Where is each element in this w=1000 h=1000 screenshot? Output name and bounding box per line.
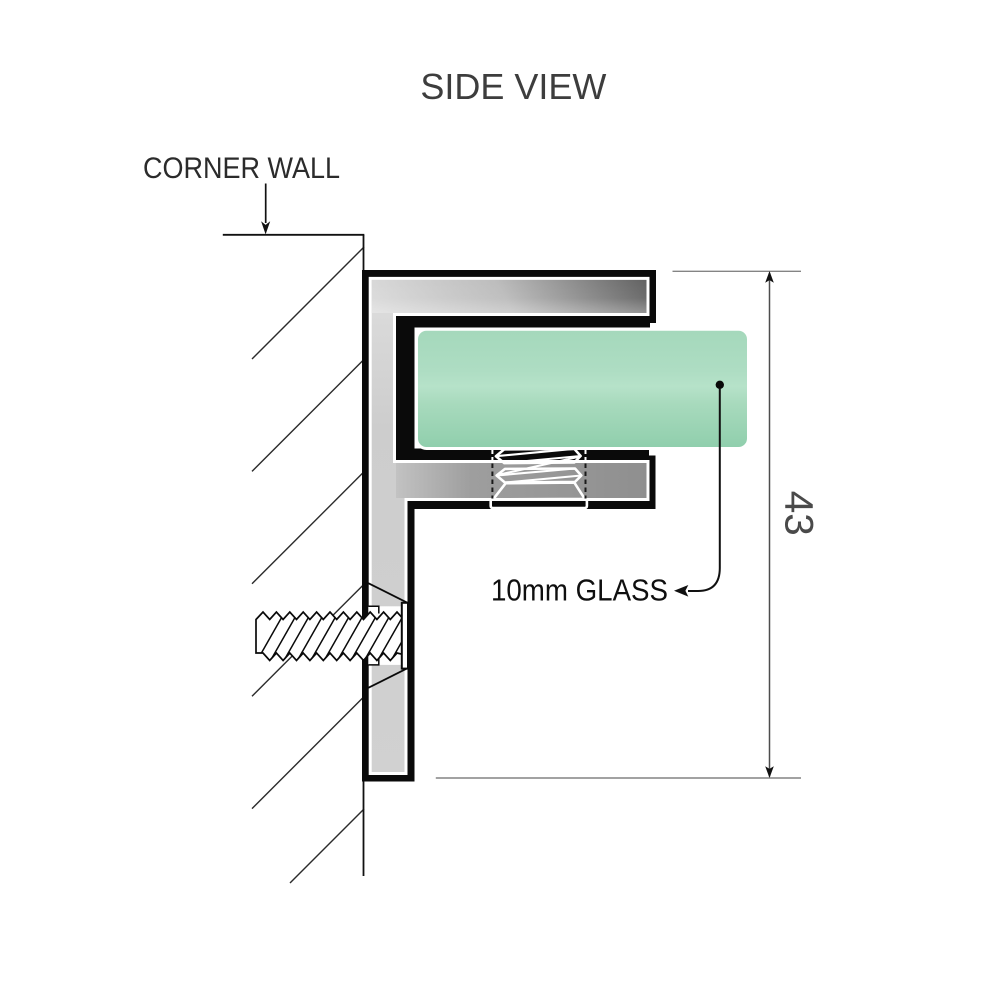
svg-text:CORNER WALL: CORNER WALL <box>143 152 340 185</box>
svg-text:10mm GLASS: 10mm GLASS <box>491 573 668 608</box>
svg-text:43: 43 <box>776 491 820 536</box>
svg-text:SIDE VIEW: SIDE VIEW <box>420 66 606 107</box>
